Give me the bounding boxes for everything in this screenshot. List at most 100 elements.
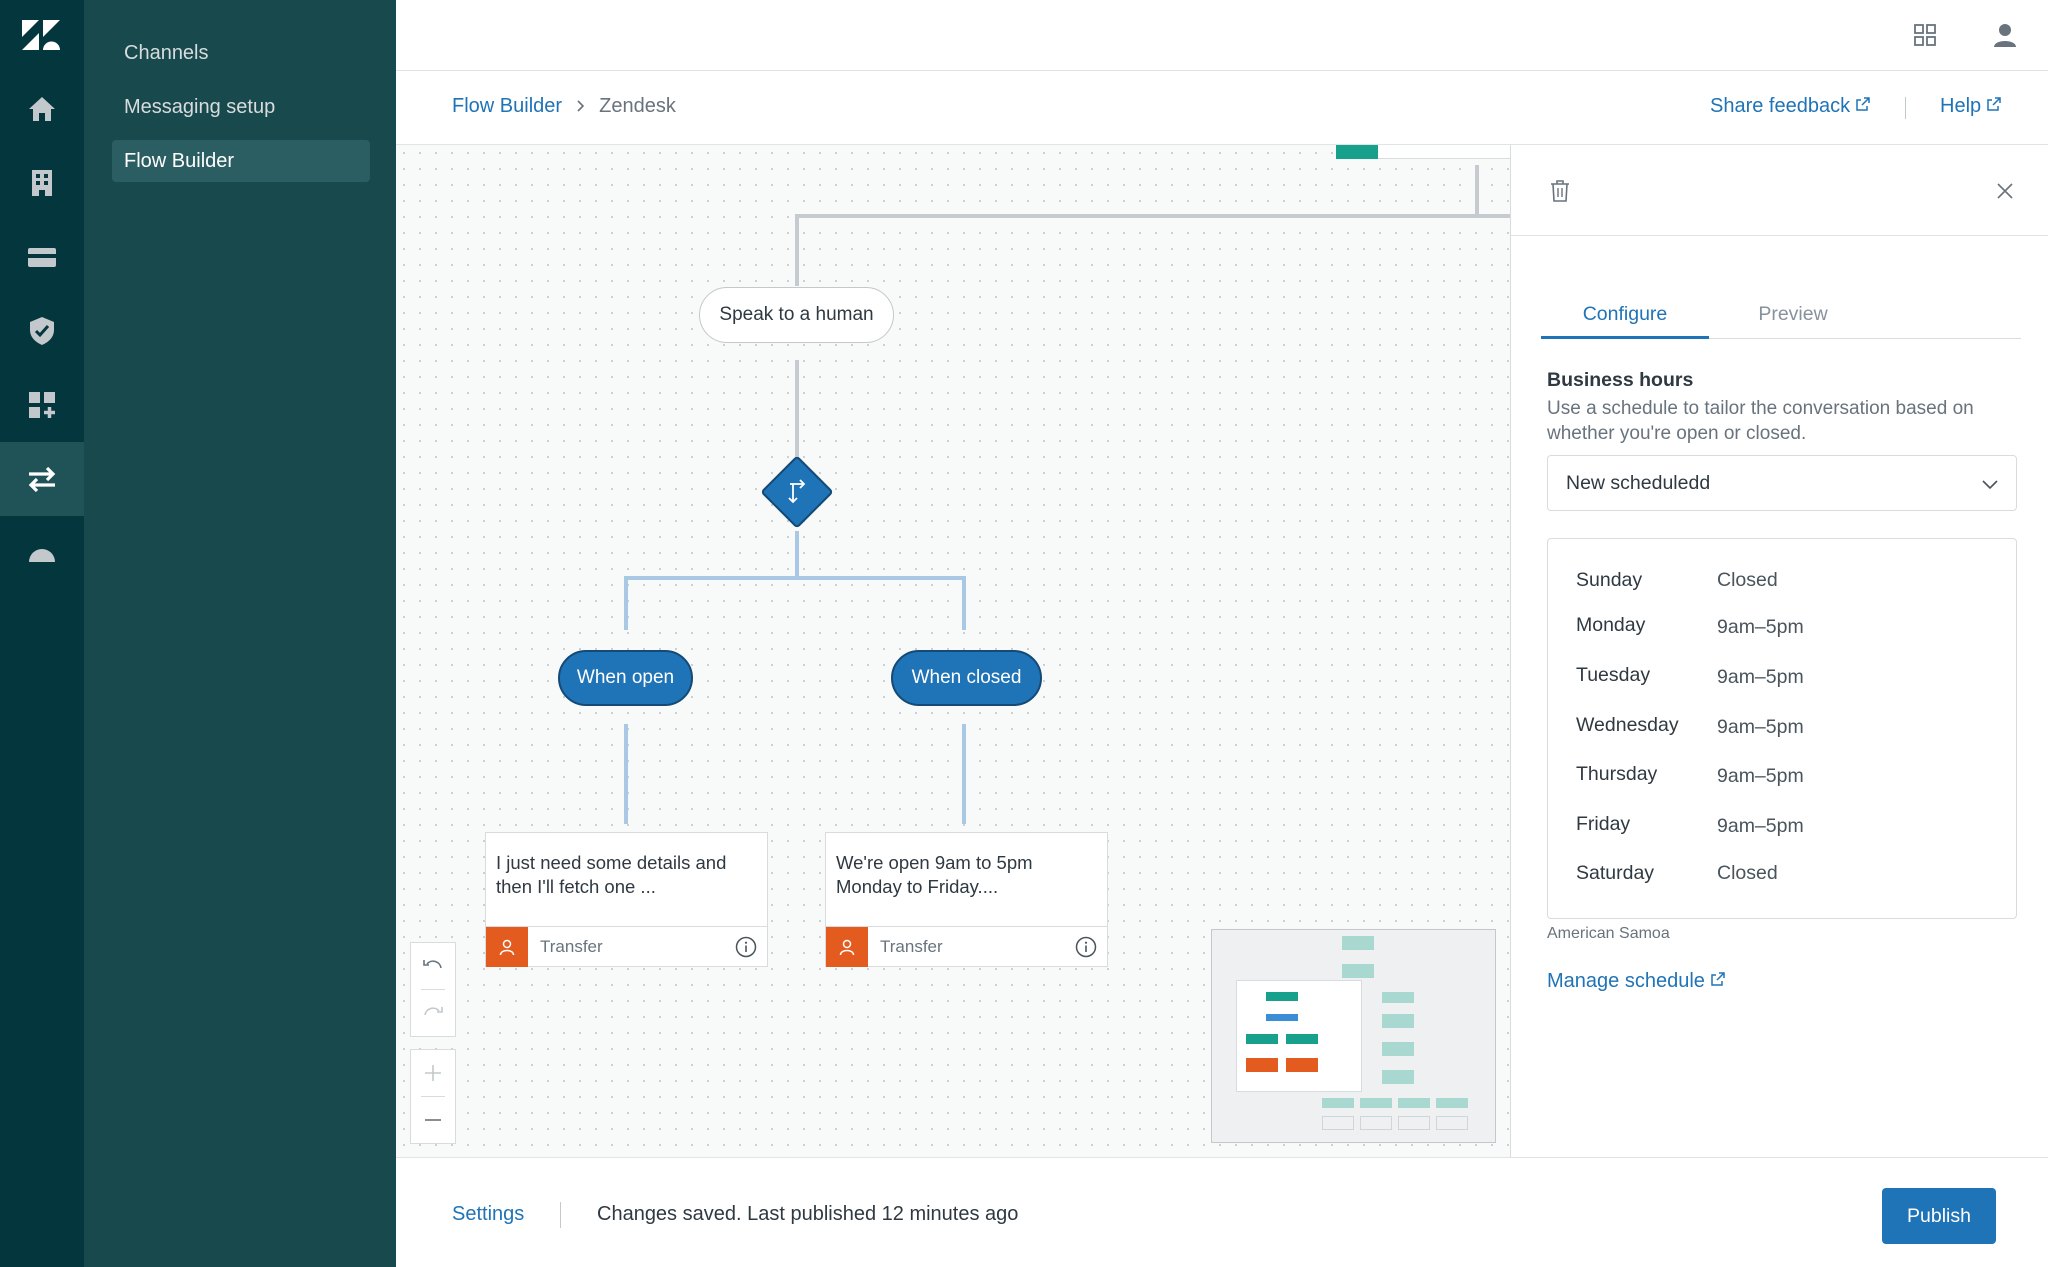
connector: [795, 360, 799, 460]
hours-value: 9am–5pm: [1717, 765, 1804, 787]
subnav-item-flow-builder[interactable]: Flow Builder: [112, 140, 370, 182]
chevron-right-icon: [577, 100, 584, 112]
connector: [1475, 165, 1479, 217]
connector: [795, 214, 1510, 218]
apps-add-icon[interactable]: [0, 368, 84, 442]
undo-icon: [423, 960, 442, 969]
transfer-label: Transfer: [880, 937, 943, 956]
partial-node-icon: [1336, 145, 1378, 159]
chevron-down-icon: [1982, 480, 1998, 490]
connector: [962, 576, 966, 630]
card-footer: Transfer: [486, 926, 767, 967]
panel-tabs: Configure Preview: [1541, 289, 2021, 339]
schedule-select[interactable]: New scheduledd: [1547, 455, 2017, 511]
top-header: [396, 0, 2048, 71]
timezone-label: American Samoa: [1547, 925, 1670, 942]
card-message: I just need some details and then I'll f…: [496, 852, 727, 897]
business-hours-description: Use a schedule to tailor the conversatio…: [1547, 398, 1974, 444]
hours-value: 9am–5pm: [1717, 716, 1804, 738]
redo-button[interactable]: [411, 990, 455, 1036]
tab-preview[interactable]: Preview: [1758, 303, 1828, 325]
zoom-out-button[interactable]: [411, 1097, 455, 1143]
transfer-step-closed[interactable]: We're open 9am to 5pm Monday to Friday..…: [825, 832, 1108, 967]
business-hours-title: Business hours: [1547, 369, 1694, 391]
zoom-controls: [410, 1049, 456, 1144]
card-icon[interactable]: [0, 220, 84, 294]
building-icon[interactable]: [0, 146, 84, 220]
breadcrumb: Flow Builder Zendesk: [452, 95, 676, 118]
day-label: Sunday: [1576, 569, 1643, 591]
user-avatar-icon[interactable]: [1990, 20, 2020, 50]
breadcrumb-bar: Flow Builder Zendesk Share feedback Help: [396, 71, 2048, 145]
connector: [624, 576, 965, 580]
history-controls: [410, 942, 456, 1037]
header-divider: [1905, 97, 1906, 119]
hours-value: Closed: [1717, 862, 1778, 884]
card-message: We're open 9am to 5pm Monday to Friday..…: [836, 852, 1033, 897]
manage-schedule-link[interactable]: Manage schedule: [1547, 970, 1725, 993]
day-label: Thursday: [1576, 763, 1658, 785]
minus-icon: [425, 1119, 441, 1121]
panel-header: [1511, 145, 2048, 236]
home-icon[interactable]: [0, 72, 84, 146]
external-link-icon: [1856, 97, 1870, 111]
close-icon[interactable]: [1995, 181, 2015, 201]
admin-subnav: Channels Messaging setup Flow Builder: [84, 0, 396, 1267]
subnav-item-messaging-setup[interactable]: Messaging setup: [124, 96, 276, 118]
publish-button[interactable]: Publish: [1882, 1188, 1996, 1244]
transfer-label: Transfer: [540, 937, 603, 956]
product-tray-icon[interactable]: [1910, 20, 1940, 50]
product-rail: [0, 0, 84, 1267]
subnav-item-channels[interactable]: Channels: [124, 42, 209, 64]
hours-value: 9am–5pm: [1717, 616, 1804, 638]
connector: [624, 576, 628, 630]
when-open-node[interactable]: When open: [558, 650, 693, 706]
help-link[interactable]: Help: [1940, 95, 2001, 118]
footer-divider: [560, 1202, 561, 1228]
day-label: Saturday: [1576, 862, 1655, 884]
save-status: Changes saved. Last published 12 minutes…: [597, 1203, 1019, 1225]
shield-icon[interactable]: [0, 294, 84, 368]
connector: [624, 724, 628, 824]
tab-configure[interactable]: Configure: [1541, 289, 1709, 339]
plus-icon: [425, 1065, 441, 1081]
hours-value: 9am–5pm: [1717, 666, 1804, 688]
day-label: Wednesday: [1576, 714, 1679, 736]
flow-canvas[interactable]: Speak to a human When open When closed I…: [396, 145, 1510, 1157]
hours-value: Closed: [1717, 569, 1778, 591]
card-footer: Transfer: [826, 926, 1107, 967]
dome-icon[interactable]: [0, 516, 84, 590]
hours-value: 9am–5pm: [1717, 815, 1804, 837]
connector: [962, 724, 966, 824]
info-icon[interactable]: [1075, 936, 1097, 958]
settings-link[interactable]: Settings: [452, 1203, 525, 1225]
external-link-icon: [1987, 97, 2001, 111]
manage-schedule-label: Manage schedule: [1547, 970, 1705, 992]
person-icon: [826, 927, 868, 967]
trash-icon[interactable]: [1549, 179, 1571, 203]
zendesk-logo-icon[interactable]: [20, 18, 62, 52]
config-panel: Configure Preview Business hours Use a s…: [1510, 145, 2048, 1157]
breadcrumb-flow-builder[interactable]: Flow Builder: [452, 95, 563, 117]
share-feedback-label: Share feedback: [1710, 95, 1851, 117]
schedule-select-value: New scheduledd: [1566, 472, 1711, 494]
breadcrumb-current: Zendesk: [599, 95, 676, 117]
speak-to-human-node[interactable]: Speak to a human: [699, 287, 894, 343]
info-icon[interactable]: [735, 936, 757, 958]
person-icon: [486, 927, 528, 967]
external-link-icon: [1711, 972, 1725, 986]
share-feedback-link[interactable]: Share feedback: [1710, 95, 1870, 118]
channels-arrows-icon[interactable]: [0, 442, 84, 516]
when-closed-node[interactable]: When closed: [891, 650, 1042, 706]
undo-button[interactable]: [411, 943, 455, 989]
connector: [795, 531, 799, 579]
day-label: Tuesday: [1576, 664, 1651, 686]
redo-icon: [424, 1007, 443, 1016]
zoom-in-button[interactable]: [411, 1050, 455, 1096]
transfer-step-open[interactable]: I just need some details and then I'll f…: [485, 832, 768, 967]
flow-minimap[interactable]: [1211, 929, 1496, 1143]
day-label: Friday: [1576, 813, 1631, 835]
flow-footer: Settings Changes saved. Last published 1…: [396, 1157, 2048, 1267]
help-label: Help: [1940, 95, 1982, 117]
